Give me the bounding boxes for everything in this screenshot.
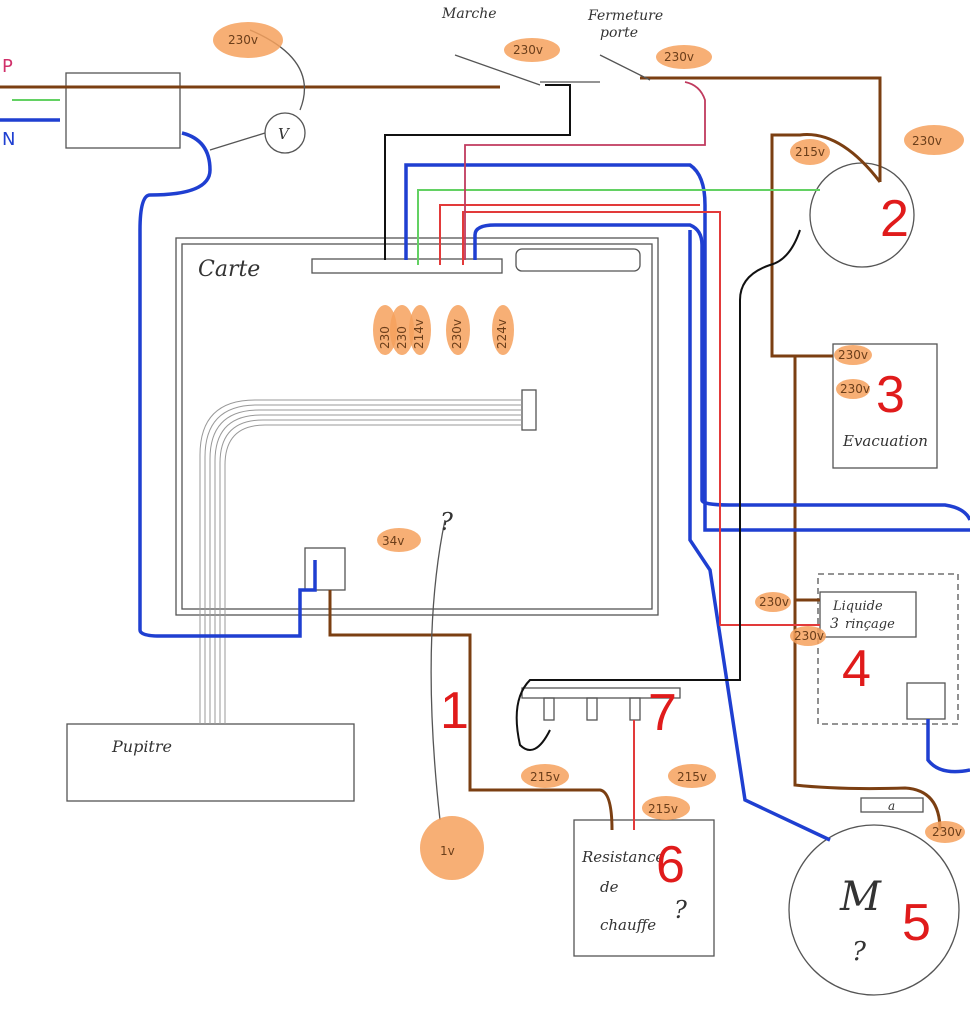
label-motor-question: ? bbox=[852, 937, 867, 967]
volt-meter-bottom: 1v bbox=[440, 844, 455, 858]
lead-probe bbox=[430, 519, 446, 821]
number-4: 4 bbox=[842, 640, 871, 698]
switch-fermeture bbox=[599, 54, 651, 81]
volt-pump-left: 215v bbox=[795, 145, 825, 159]
volt-fermeture: 230v bbox=[664, 50, 694, 64]
volt-bar-left: 215v bbox=[530, 770, 560, 784]
label-evacuation: Evacuation bbox=[842, 432, 928, 450]
wire-brown-down bbox=[793, 356, 820, 602]
volt-card-5: 224v bbox=[495, 319, 509, 349]
volt-card-1: 230 bbox=[378, 326, 392, 349]
label-resistance-1: Resistance bbox=[581, 848, 664, 866]
number-5: 5 bbox=[902, 894, 931, 952]
carte-inner-frame bbox=[175, 237, 659, 616]
volt-evac-top: 230v bbox=[838, 348, 868, 362]
volt-evac-mid: 230v bbox=[840, 382, 870, 396]
wire-pink bbox=[464, 81, 706, 260]
label-liquide-num: 3 bbox=[830, 616, 839, 632]
pupitre-box bbox=[66, 723, 355, 802]
label-pupitre: Pupitre bbox=[111, 737, 172, 756]
volt-liquide-bottom: 230v bbox=[794, 629, 824, 643]
wire-blue-motor bbox=[688, 230, 831, 842]
wire-brown-relay bbox=[328, 590, 614, 831]
label-voltmeter: V bbox=[278, 125, 291, 143]
label-plate-a: a bbox=[888, 799, 895, 813]
evacuation-box bbox=[832, 343, 938, 469]
volt-liquide-left: 230v bbox=[759, 595, 789, 609]
number-2: 2 bbox=[880, 190, 909, 248]
ribbon-cable bbox=[199, 399, 522, 724]
side-connector bbox=[521, 389, 537, 431]
label-fermeture: Fermeture bbox=[587, 8, 663, 24]
number-3: 3 bbox=[876, 366, 905, 424]
label-N: N bbox=[2, 129, 15, 150]
number-1: 1 bbox=[440, 682, 469, 740]
label-resistance-2: de bbox=[600, 878, 619, 896]
label-resistance-3: chauffe bbox=[600, 916, 656, 934]
wire-blue-left bbox=[138, 131, 317, 638]
small-box-right bbox=[906, 682, 946, 720]
liquide-dashed-zone bbox=[817, 573, 959, 725]
volt-pump-right: 230v bbox=[912, 134, 942, 148]
connector-strip bbox=[311, 258, 503, 274]
volt-top-left: 230v bbox=[228, 33, 258, 47]
liquide-box bbox=[819, 591, 917, 638]
label-relay-question: ? bbox=[440, 508, 453, 536]
label-carte: Carte bbox=[198, 257, 260, 282]
wire-blue-card bbox=[404, 163, 970, 532]
wire-green bbox=[12, 99, 820, 265]
wire-black-pump bbox=[515, 229, 801, 751]
heater-elements bbox=[543, 697, 641, 721]
wire-blue-right bbox=[926, 719, 970, 774]
resistance-box bbox=[573, 819, 715, 957]
volt-bar-right: 215v bbox=[677, 770, 707, 784]
label-liquide: Liquide bbox=[832, 599, 883, 614]
label-motor: M bbox=[839, 874, 882, 920]
label-porte: porte bbox=[600, 25, 638, 41]
label-rincage: rinçage bbox=[845, 617, 895, 632]
motor-circle bbox=[788, 824, 960, 996]
volt-card-4: 230v bbox=[450, 319, 464, 349]
relay-box bbox=[304, 547, 346, 591]
volt-card-3: 214v bbox=[412, 319, 426, 349]
label-marche: Marche bbox=[441, 6, 497, 22]
number-6: 6 bbox=[656, 836, 685, 894]
wire-brown-motor bbox=[793, 600, 942, 831]
volt-card-2: 230 bbox=[395, 326, 409, 349]
volt-motor: 230v bbox=[932, 825, 962, 839]
volt-relay: 34v bbox=[382, 534, 404, 548]
label-P: P bbox=[2, 56, 13, 77]
wire-blue-card2 bbox=[473, 223, 970, 521]
motor-plate bbox=[860, 797, 924, 813]
wire-brown-pump bbox=[770, 133, 882, 358]
volt-marche: 230v bbox=[513, 43, 543, 57]
wire-black-top bbox=[384, 84, 571, 260]
switch-marche bbox=[454, 54, 600, 86]
number-7: 7 bbox=[648, 684, 677, 742]
voltage-highlights bbox=[213, 22, 965, 880]
wire-red bbox=[439, 204, 820, 626]
fuse-strip bbox=[515, 248, 641, 272]
volt-res-top: 215v bbox=[648, 802, 678, 816]
wire-brown-main bbox=[0, 76, 882, 182]
label-resistance-question: ? bbox=[674, 896, 687, 924]
terminal-block bbox=[65, 72, 181, 149]
